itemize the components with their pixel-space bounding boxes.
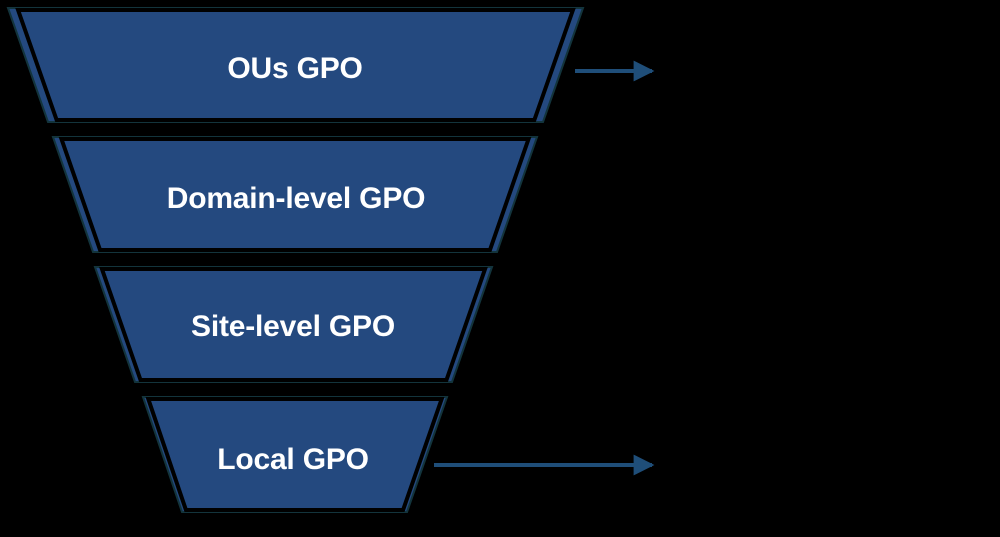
- funnel-stage-site-level-gpo[interactable]: [99, 267, 488, 382]
- funnel-stage-domain-level-gpo[interactable]: [58, 137, 532, 252]
- funnel-arrows: [434, 60, 655, 476]
- funnel-stage-local-gpo[interactable]: [145, 397, 445, 512]
- funnel-stage-ous-gpo[interactable]: [15, 7, 576, 123]
- funnel-stage-shapes: [6, 7, 585, 513]
